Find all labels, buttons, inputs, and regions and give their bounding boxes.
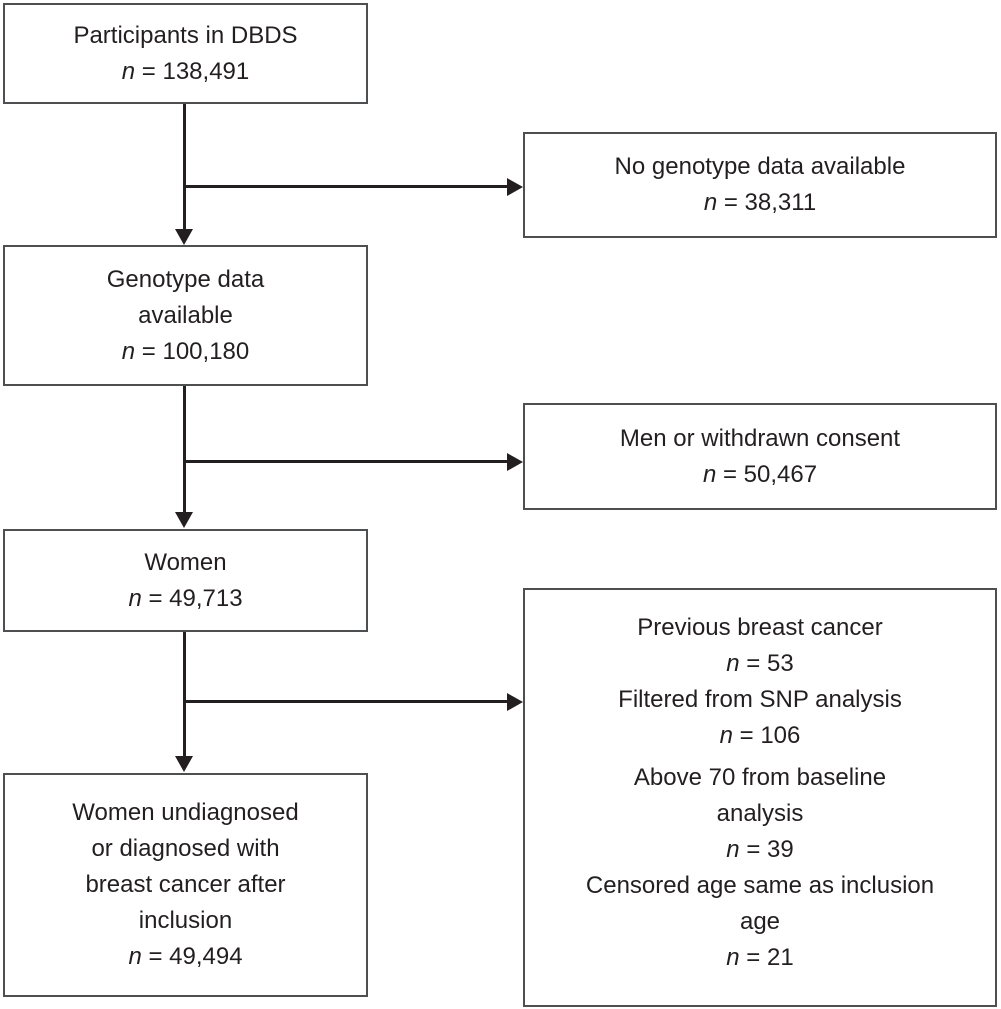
count-value: = 53	[739, 650, 794, 677]
arrow-right-head-icon	[507, 453, 523, 471]
box-count: n = 49,494	[128, 939, 242, 975]
box-count: n = 38,311	[704, 185, 816, 221]
arrow-right-head-icon	[507, 693, 523, 711]
exclusion-item: Above 70 from baseline analysis n = 39	[634, 760, 886, 868]
box-title-line: No genotype data available	[614, 153, 906, 180]
flow-box-no-genotype: No genotype data available n = 38,311	[523, 132, 997, 238]
box-count: n = 49,713	[128, 581, 242, 617]
flow-box-exclusions: Previous breast cancer n = 53 Filtered f…	[523, 588, 997, 1007]
n-symbol: n	[726, 650, 740, 677]
flow-box-men-or-withdrawn: Men or withdrawn consent n = 50,467	[523, 403, 997, 510]
box-title-line: Women	[144, 548, 227, 576]
box-title-line: Censored age same as inclusion	[585, 872, 935, 899]
n-symbol: n	[703, 189, 718, 216]
box-title-line: analysis	[716, 800, 804, 827]
box-title-line: age	[739, 908, 781, 935]
n-symbol: n	[121, 337, 136, 365]
count-value: = 39	[739, 836, 794, 863]
box-title-line: available	[138, 301, 233, 329]
arrow-to-men-withdrawn-line	[183, 460, 509, 463]
count-value: = 106	[732, 722, 801, 749]
arrow-down-head-icon	[175, 229, 193, 245]
flow-box-final-cohort: Women undiagnosed or diagnosed with brea…	[3, 773, 368, 997]
n-symbol: n	[719, 722, 733, 749]
n-symbol: n	[128, 943, 142, 970]
count-value: = 138,491	[135, 57, 250, 85]
n-symbol: n	[128, 584, 142, 612]
count-value: = 38,311	[717, 189, 817, 216]
box-title-line: Women undiagnosed	[72, 799, 299, 826]
flow-box-genotype-available: Genotype data available n = 100,180	[3, 245, 368, 386]
exclusion-item: Previous breast cancer n = 53	[637, 610, 882, 682]
box-count: n = 39	[634, 832, 886, 868]
box-title-line: Genotype data	[106, 265, 265, 293]
box-count: n = 53	[637, 646, 882, 682]
box-count: n = 50,467	[703, 457, 817, 493]
box-title-line: or diagnosed with	[91, 835, 280, 862]
box-count: n = 21	[586, 940, 934, 976]
arrow-down-head-icon	[175, 512, 193, 528]
box-title-line: Men or withdrawn consent	[619, 424, 901, 452]
exclusion-item: Filtered from SNP analysis n = 106	[618, 682, 902, 754]
box-count: n = 138,491	[122, 54, 249, 90]
n-symbol: n	[121, 57, 136, 85]
box-title-line: breast cancer after	[85, 871, 286, 898]
box-title-line: inclusion	[138, 907, 233, 934]
count-value: = 50,467	[716, 460, 818, 488]
arrow-to-exclusions-line	[183, 700, 509, 703]
flow-box-women: Women n = 49,713	[3, 529, 368, 632]
n-symbol: n	[726, 944, 740, 971]
count-value: = 49,713	[141, 584, 243, 612]
arrow-down-head-icon	[175, 756, 193, 772]
flow-box-participants: Participants in DBDS n = 138,491	[3, 3, 368, 104]
arrow-to-no-genotype-line	[183, 185, 509, 188]
count-value: = 21	[739, 944, 794, 971]
box-title-line: Above 70 from baseline	[633, 764, 887, 791]
n-symbol: n	[726, 836, 740, 863]
arrow-genotype-to-women-line	[183, 386, 186, 512]
count-value: = 100,180	[135, 337, 250, 365]
exclusion-item: Censored age same as inclusion age n = 2…	[586, 868, 934, 976]
box-title-line: Previous breast cancer	[637, 614, 883, 641]
arrow-women-to-final-line	[183, 632, 186, 756]
arrow-right-head-icon	[507, 178, 523, 196]
box-title-line: Filtered from SNP analysis	[618, 686, 902, 713]
n-symbol: n	[702, 460, 717, 488]
box-count: n = 100,180	[122, 334, 249, 370]
box-count: n = 106	[618, 718, 902, 754]
count-value: = 49,494	[141, 943, 243, 970]
box-title-line: Participants in DBDS	[73, 21, 298, 49]
arrow-participants-to-genotype-line	[183, 104, 186, 229]
